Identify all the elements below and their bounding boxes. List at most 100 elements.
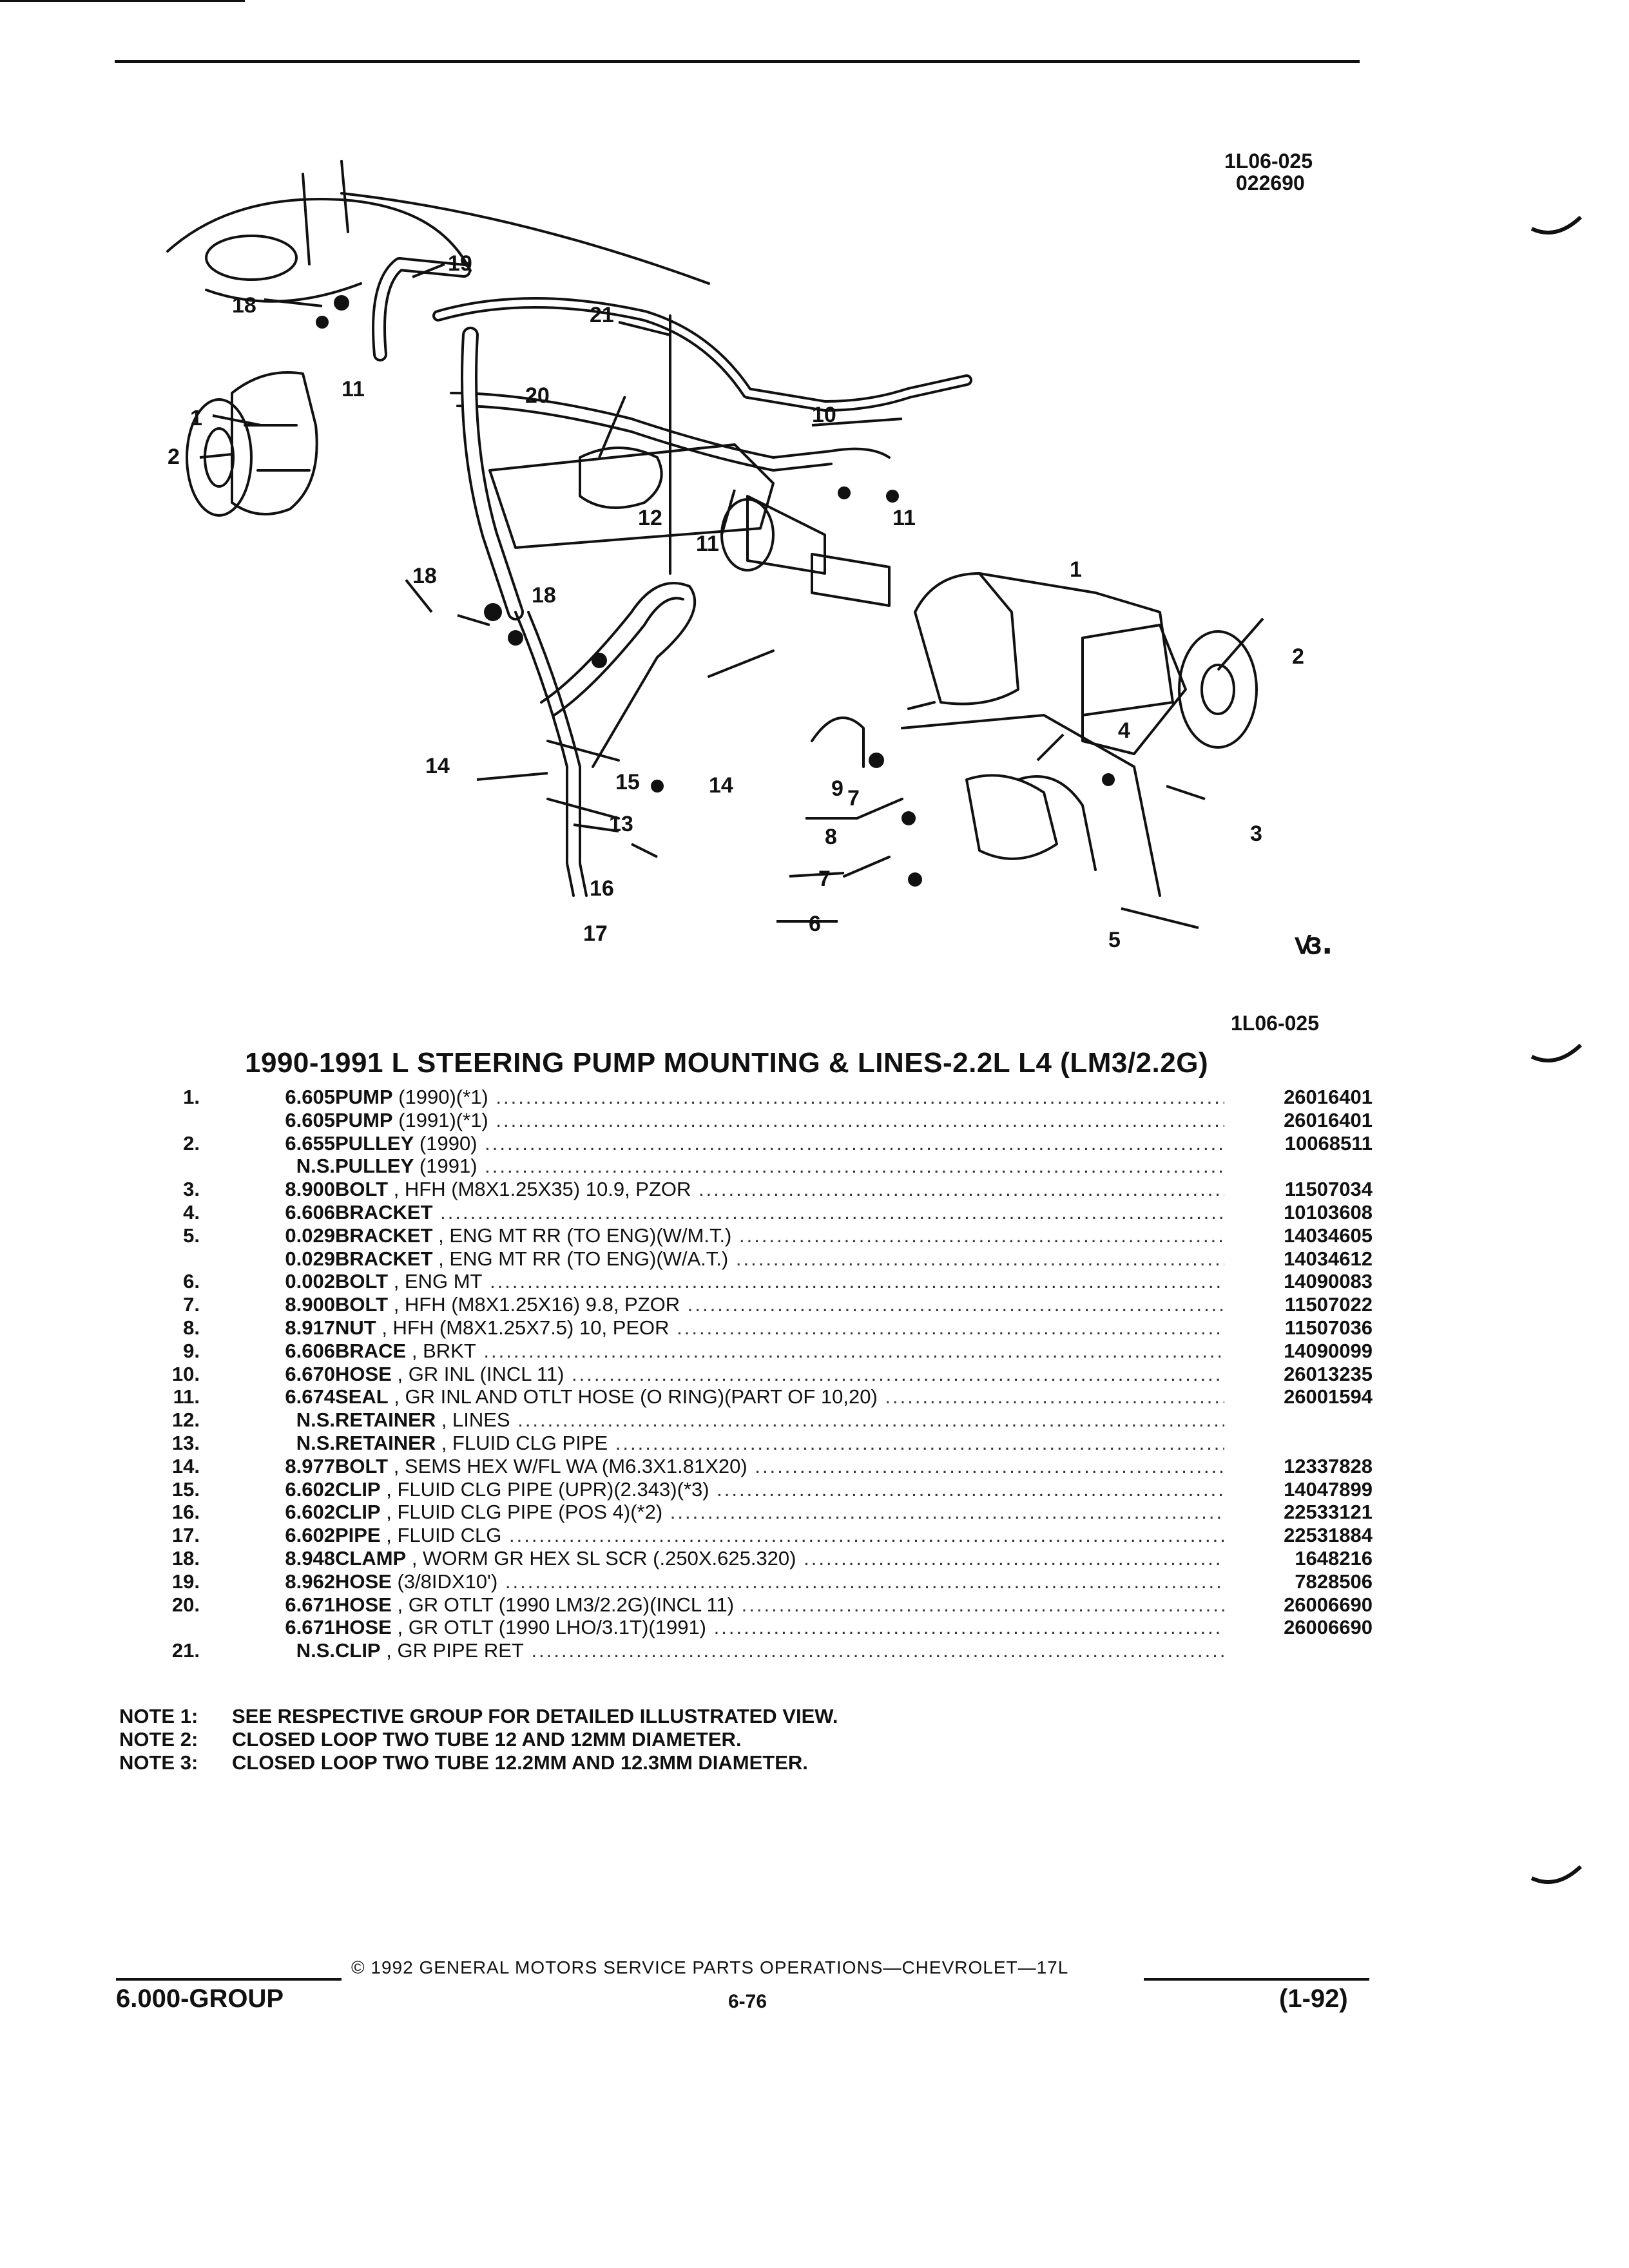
leader-dots: ........................................…	[687, 1293, 1224, 1316]
part-name: CLIP	[335, 1501, 381, 1524]
part-name: PUMP	[335, 1086, 393, 1108]
part-spec: , WORM GR HEX SL SCR (.250X.625.320)	[406, 1546, 796, 1570]
ref-number: 16.	[171, 1501, 200, 1524]
margin-mark	[1530, 216, 1582, 235]
ref-number: 6.	[183, 1270, 200, 1293]
part-description: BRACKET , ENG MT RR (TO ENG)(W/A.T.) ...…	[335, 1247, 1224, 1271]
margin-mark	[1530, 1865, 1582, 1884]
group-number: N.S.	[296, 1431, 335, 1454]
group-label: 6.000-GROUP	[116, 1984, 284, 2013]
part-name: NUT	[335, 1316, 376, 1339]
leader-dots: ........................................…	[755, 1454, 1224, 1477]
callout-label: 15	[615, 770, 640, 794]
part-name: HOSE	[335, 1570, 392, 1593]
note-text: CLOSED LOOP TWO TUBE 12 AND 12MM DIAMETE…	[232, 1728, 742, 1751]
part-spec: , ENG MT	[388, 1270, 483, 1293]
group-number: 6.602	[285, 1524, 335, 1547]
group-number: 0.029	[285, 1247, 335, 1270]
ref-number: 5.	[183, 1224, 200, 1247]
part-number: 14090083	[1284, 1270, 1373, 1293]
part-number: 26016401	[1284, 1108, 1373, 1131]
callout-label: 3	[1250, 822, 1262, 846]
callout-label: 11	[342, 377, 365, 401]
footer-rule-left	[116, 1978, 342, 1981]
leader-dots: ........................................…	[713, 1616, 1224, 1639]
ref-number: 15.	[171, 1477, 200, 1501]
callout-label: 13	[609, 812, 633, 836]
part-description: PIPE , FLUID CLG .......................…	[335, 1524, 1224, 1547]
ref-number: 2.	[183, 1131, 200, 1155]
note-text: CLOSED LOOP TWO TUBE 12.2MM AND 12.3MM D…	[232, 1751, 808, 1774]
group-number: 8.948	[285, 1546, 335, 1570]
part-spec: , GR INL AND OTLT HOSE (O RING)(PART OF …	[388, 1385, 878, 1408]
callout-label: 12	[638, 506, 662, 530]
margin-mark	[1530, 1044, 1582, 1062]
leader-dots: ........................................…	[885, 1385, 1224, 1408]
part-description: NUT , HFH (M8X1.25X7.5) 10, PEOR .......…	[335, 1316, 1224, 1340]
group-number: 6.655	[285, 1131, 335, 1155]
ref-number: 1.	[183, 1086, 200, 1108]
part-description: HOSE , GR OTLT (1990 LHO/3.1T)(1991) ...…	[335, 1616, 1224, 1639]
leader-dots: ........................................…	[572, 1362, 1224, 1385]
part-name: BOLT	[335, 1270, 389, 1293]
part-name: BOLT	[335, 1454, 389, 1477]
callout-label: 9	[831, 776, 843, 801]
callout-label: 1	[1070, 557, 1082, 582]
part-number: 14034612	[1284, 1247, 1373, 1270]
part-name: CLIP	[335, 1477, 381, 1501]
callout-label: 5	[1108, 928, 1121, 952]
part-row: 12.N.S.RETAINER , LINES ................…	[129, 1408, 1385, 1432]
group-number: 6.605	[285, 1086, 335, 1108]
callout-label: 18	[412, 564, 437, 588]
callout-label: 1	[190, 406, 202, 430]
part-name: HOSE	[335, 1362, 392, 1385]
callout-label: 19	[448, 251, 472, 276]
leader-dots: ........................................…	[483, 1339, 1224, 1362]
part-name: CLAMP	[335, 1546, 407, 1570]
note-label: NOTE 2:	[119, 1728, 198, 1751]
callout-label: 6	[809, 912, 821, 936]
part-name: RETAINER	[335, 1431, 436, 1454]
part-spec: , ENG MT RR (TO ENG)(W/A.T.)	[432, 1247, 729, 1270]
callout-label: 2	[1292, 644, 1304, 669]
part-spec: (1991)(*1)	[392, 1108, 488, 1131]
part-description: PUMP (1990)(*1) ........................…	[335, 1086, 1224, 1109]
ref-number: 14.	[171, 1454, 200, 1477]
part-name: PULLEY	[335, 1131, 414, 1155]
part-description: RETAINER , FLUID CLG PIPE ..............…	[335, 1432, 1224, 1455]
part-number: 14090099	[1284, 1339, 1373, 1362]
callout-label: 21	[590, 303, 614, 327]
part-spec: , BRKT	[406, 1339, 476, 1362]
callout-label: 2	[168, 445, 180, 469]
part-number: 11507034	[1284, 1178, 1373, 1201]
part-description: BOLT , HFH (M8X1.25X16) 9.8, PZOR ......…	[335, 1293, 1224, 1316]
illustration-code: 1L06-025	[1224, 149, 1313, 173]
part-spec: , FLUID CLG PIPE	[436, 1431, 608, 1454]
part-number: 10068511	[1284, 1131, 1373, 1155]
ref-number: 7.	[183, 1293, 200, 1316]
callout-labels: 18 19 21 11 20 10 1 2 11 12 11 18 18 14 …	[168, 251, 1304, 952]
leader-dots: ........................................…	[496, 1086, 1224, 1108]
callout-label: 7	[847, 786, 860, 811]
leader-dots: ........................................…	[804, 1546, 1224, 1570]
footer-rule-right	[1144, 1978, 1369, 1981]
part-description: BOLT , SEMS HEX W/FL WA (M6.3X1.81X20) .…	[335, 1455, 1224, 1478]
note-text: SEE RESPECTIVE GROUP FOR DETAILED ILLUST…	[232, 1705, 838, 1727]
illustration-code-bottom: 1L06-025	[1231, 1012, 1319, 1035]
group-number: 6.606	[285, 1200, 335, 1224]
ref-number: 12.	[171, 1408, 200, 1432]
leader-dots: ........................................…	[741, 1593, 1224, 1616]
callout-label: 16	[590, 876, 614, 901]
ref-number: 10.	[171, 1362, 200, 1385]
part-name: PUMP	[335, 1108, 393, 1131]
group-number: 6.602	[285, 1477, 335, 1501]
part-number: 22533121	[1284, 1501, 1373, 1524]
part-description: CLIP , FLUID CLG PIPE (UPR)(2.343)(*3) .…	[335, 1478, 1224, 1501]
leader-dots: ........................................…	[531, 1639, 1224, 1662]
